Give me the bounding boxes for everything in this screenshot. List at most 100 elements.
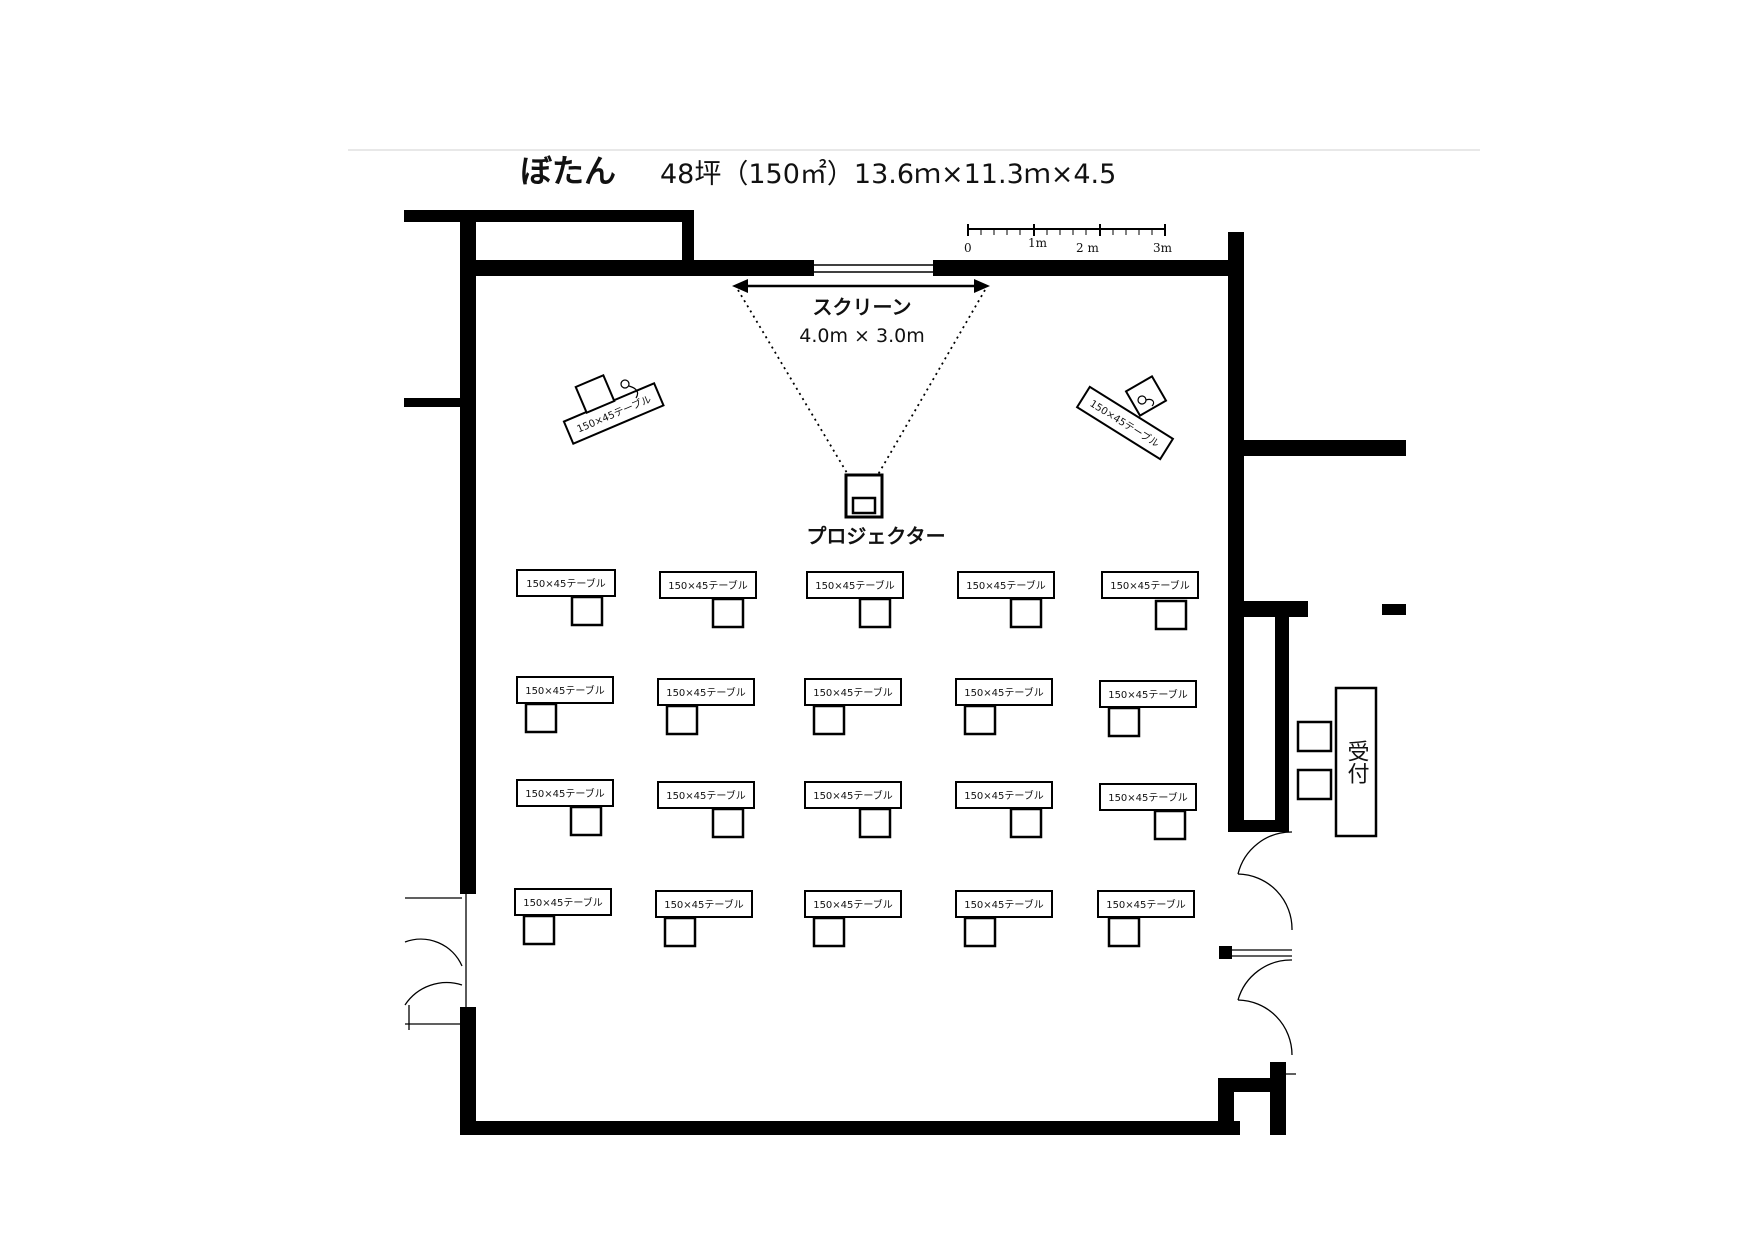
door-left — [404, 894, 467, 1030]
table: 150×45テーブル — [516, 676, 614, 704]
walls — [404, 210, 1406, 1135]
svg-text:150×45テーブル: 150×45テーブル — [813, 789, 893, 802]
chair — [1154, 599, 1188, 631]
reception-chair — [1296, 768, 1333, 801]
chair — [1153, 809, 1187, 841]
table: 150×45テーブル — [955, 678, 1053, 706]
table: 150×45テーブル — [1097, 890, 1195, 918]
screen-size: 4.0m × 3.0m — [799, 325, 924, 347]
angled-chair-left — [574, 373, 616, 415]
svg-text:150×45テーブル: 150×45テーブル — [964, 898, 1044, 911]
microphone-icon — [620, 379, 639, 399]
table: 150×45テーブル — [657, 781, 755, 809]
chair — [569, 805, 603, 837]
wall-corridor-inner — [1275, 610, 1289, 820]
svg-text:150×45テーブル: 150×45テーブル — [523, 896, 603, 909]
chair — [963, 704, 997, 736]
wall-right-stub-mid — [1240, 601, 1308, 617]
wall-alcove-right — [682, 210, 694, 265]
chair — [711, 597, 745, 629]
svg-text:150×45テーブル: 150×45テーブル — [1110, 579, 1190, 592]
wall-bottom — [460, 1121, 1240, 1135]
svg-text:150×45テーブル: 150×45テーブル — [1108, 791, 1188, 804]
svg-text:150×45テーブル: 150×45テーブル — [964, 686, 1044, 699]
wall-top-main-left — [460, 260, 814, 276]
wall-top-main-right — [933, 260, 1238, 276]
scale-label-2: 2 m — [1076, 241, 1099, 255]
angled-chair-right — [1124, 375, 1168, 417]
svg-text:150×45テーブル: 150×45テーブル — [664, 898, 744, 911]
wall-right-upper — [1228, 232, 1244, 832]
reception-label: 受付 — [1344, 740, 1370, 784]
svg-text:150×45テーブル: 150×45テーブル — [813, 898, 893, 911]
microphone-icon — [1137, 395, 1155, 407]
scale-label-3: 3m — [1153, 241, 1173, 255]
wall-corridor-bottom — [1228, 820, 1289, 832]
wall-top-left-stub — [404, 210, 694, 222]
svg-text:150×45テーブル: 150×45テーブル — [1106, 898, 1186, 911]
table: 150×45テーブル — [1099, 783, 1197, 811]
table: 150×45テーブル — [655, 890, 753, 918]
wall-bottom-right-pillar-right — [1270, 1062, 1286, 1135]
table: 150×45テーブル — [955, 781, 1053, 809]
svg-text:150×45テーブル: 150×45テーブル — [1108, 688, 1188, 701]
svg-text:150×45テーブル: 150×45テーブル — [815, 579, 895, 592]
chair — [1107, 916, 1141, 948]
svg-text:150×45テーブル: 150×45テーブル — [666, 686, 746, 699]
chair — [663, 916, 697, 948]
chair — [812, 704, 846, 736]
scale-label-1: 1m — [1028, 236, 1048, 250]
screen-arrow-left — [732, 279, 748, 293]
chair — [570, 595, 604, 627]
svg-text:150×45テーブル: 150×45テーブル — [668, 579, 748, 592]
table: 150×45テーブル — [516, 779, 614, 807]
chair — [711, 807, 745, 839]
chair — [858, 807, 892, 839]
chair — [665, 704, 699, 736]
scale-bar: 0 1m 2 m 3m — [964, 224, 1173, 255]
wall-left-stub — [404, 398, 462, 407]
screen-label: スクリーン — [813, 295, 912, 319]
chair — [1009, 597, 1043, 629]
chair — [812, 916, 846, 948]
table: 150×45テーブル — [514, 888, 612, 916]
projector: プロジェクター — [806, 473, 946, 548]
table: 150×45テーブル — [957, 571, 1055, 599]
room-name: ぼたん — [520, 152, 616, 190]
wall-door-post — [1219, 946, 1232, 959]
table: 150×45テーブル — [1101, 571, 1199, 599]
chair — [858, 597, 892, 629]
svg-text:150×45テーブル: 150×45テーブル — [526, 577, 606, 590]
chair — [522, 914, 556, 946]
wall-bottom-right-pillar-left — [1218, 1078, 1234, 1135]
screen-arrow-right — [974, 279, 990, 293]
table: 150×45テーブル — [659, 571, 757, 599]
table: 150×45テーブル — [1099, 680, 1197, 708]
wall-right-stub-upper — [1240, 440, 1406, 456]
wall-left-lower — [460, 1007, 476, 1135]
room-dimensions: 48坪（150㎡）13.6ｍ×11.3ｍ×4.5 — [660, 159, 1116, 190]
reception: 受付 — [1296, 686, 1378, 838]
chair — [963, 916, 997, 948]
chair — [1009, 807, 1043, 839]
table: 150×45テーブル — [804, 781, 902, 809]
projector-label: プロジェクター — [806, 524, 945, 548]
svg-text:150×45テーブル: 150×45テーブル — [666, 789, 746, 802]
chair — [1107, 706, 1141, 738]
screen-opening — [814, 264, 933, 273]
wall-right-small-block — [1382, 604, 1406, 615]
wall-left-upper — [460, 210, 476, 894]
table-grid: 150×45テーブル 150×45テーブル 150×45テーブル 150×45テ… — [514, 569, 1199, 948]
chair — [524, 702, 558, 734]
svg-text:150×45テーブル: 150×45テーブル — [964, 789, 1044, 802]
table: 150×45テーブル — [516, 569, 616, 597]
svg-text:150×45テーブル: 150×45テーブル — [813, 686, 893, 699]
screen: スクリーン 4.0m × 3.0m — [732, 279, 990, 479]
svg-text:150×45テーブル: 150×45テーブル — [525, 684, 605, 697]
door-right — [1232, 831, 1296, 1075]
svg-text:150×45テーブル: 150×45テーブル — [966, 579, 1046, 592]
svg-text:150×45テーブル: 150×45テーブル — [525, 787, 605, 800]
table: 150×45テーブル — [806, 571, 904, 599]
table: 150×45テーブル — [657, 678, 755, 706]
